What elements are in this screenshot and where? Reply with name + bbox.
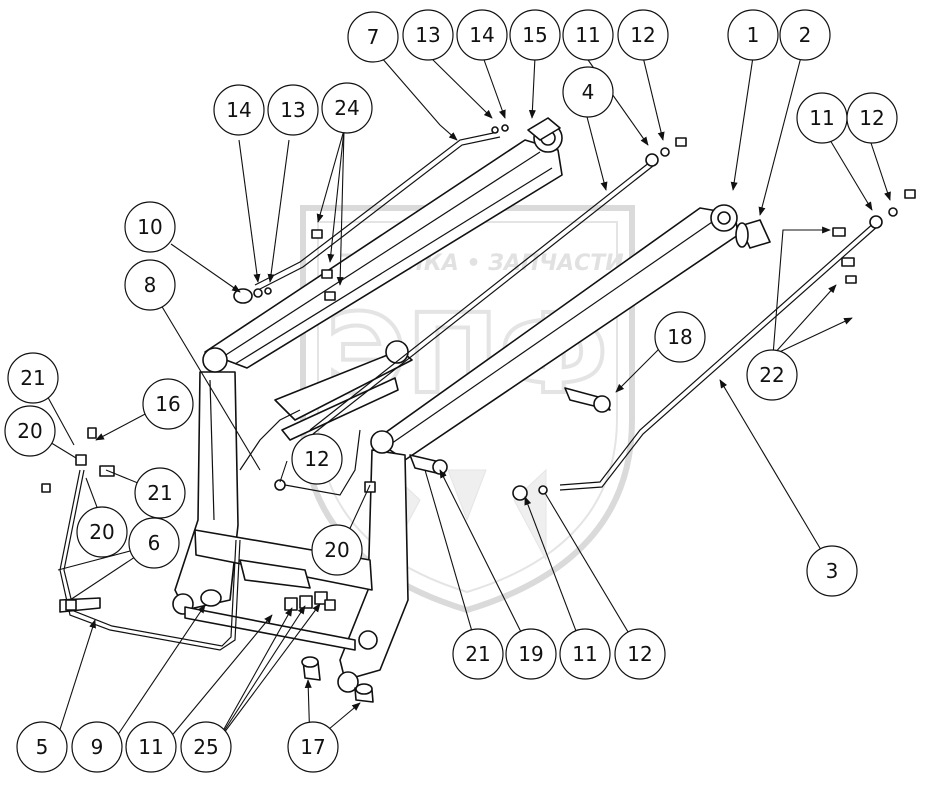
callout-21-middle: 21 [134, 467, 186, 519]
callout-20-upper: 20 [4, 405, 56, 457]
svg-text:7: 7 [367, 25, 380, 49]
callout-13-top: 13 [402, 9, 454, 61]
callout-2: 2 [779, 9, 831, 61]
svg-text:11: 11 [572, 642, 597, 666]
svg-text:20: 20 [89, 520, 114, 544]
svg-text:20: 20 [17, 419, 42, 443]
svg-text:25: 25 [193, 735, 218, 759]
callout-22: 22 [746, 349, 798, 401]
svg-text:12: 12 [630, 23, 655, 47]
callout-20-center: 20 [311, 524, 363, 576]
callout-3: 3 [806, 545, 858, 597]
callout-11-top: 11 [562, 9, 614, 61]
pin-19 [409, 454, 448, 476]
svg-text:6: 6 [148, 531, 161, 555]
callout-21-upper: 21 [7, 352, 59, 404]
callout-16: 16 [142, 378, 194, 430]
svg-text:18: 18 [667, 325, 692, 349]
svg-text:2: 2 [799, 23, 812, 47]
callout-14-left: 14 [213, 84, 265, 136]
hydraulic-line-4 [309, 161, 654, 435]
svg-text:21: 21 [147, 481, 172, 505]
callout-25: 25 [180, 721, 232, 773]
clamps-24 [311, 229, 336, 301]
pin-18 [564, 387, 611, 413]
callout-20-lower: 20 [76, 506, 128, 558]
hydraulic-line-8 [239, 409, 361, 496]
svg-text:11: 11 [809, 106, 834, 130]
svg-text:4: 4 [582, 80, 595, 104]
callout-4: 4 [562, 66, 614, 118]
callout-12-top: 12 [617, 9, 669, 61]
callout-12-middle: 12 [291, 433, 343, 485]
svg-text:13: 13 [415, 23, 440, 47]
svg-text:21: 21 [465, 642, 490, 666]
lower-cross-tube [184, 606, 356, 651]
callout-1: 1 [727, 9, 779, 61]
callout-11-bottom: 11 [125, 721, 177, 773]
callout-9: 9 [71, 721, 123, 773]
bushing-1 [735, 219, 771, 249]
svg-text:3: 3 [826, 559, 839, 583]
svg-text:21: 21 [20, 366, 45, 390]
left-boom-arm [204, 123, 563, 369]
svg-text:8: 8 [144, 273, 157, 297]
callout-14-top: 14 [456, 9, 508, 61]
svg-text:14: 14 [226, 98, 251, 122]
svg-text:12: 12 [304, 447, 329, 471]
svg-text:10: 10 [137, 215, 162, 239]
hydraulic-line-7 [254, 131, 501, 291]
svg-text:15: 15 [522, 23, 547, 47]
callout-24: 24 [321, 82, 373, 134]
callout-10: 10 [124, 201, 176, 253]
callout-11-right: 11 [796, 92, 848, 144]
svg-text:16: 16 [155, 392, 180, 416]
svg-text:20: 20 [324, 538, 349, 562]
svg-text:5: 5 [36, 735, 49, 759]
svg-text:1: 1 [747, 23, 760, 47]
clamps-22 [832, 227, 857, 284]
hydraulic-line-3 [559, 221, 879, 491]
svg-text:14: 14 [469, 23, 494, 47]
pin-15 [527, 117, 561, 141]
callout-7: 7 [347, 11, 399, 63]
callout-12-lower-right: 12 [614, 628, 666, 680]
svg-text:13: 13 [280, 98, 305, 122]
callout-6: 6 [128, 517, 180, 569]
svg-text:12: 12 [627, 642, 652, 666]
callout-21-lower: 21 [452, 628, 504, 680]
fittings-11-12 [274, 137, 916, 501]
callout-19: 19 [505, 628, 557, 680]
right-vertical-leg [337, 430, 409, 693]
bushing-17 [301, 656, 374, 703]
svg-text:19: 19 [518, 642, 543, 666]
svg-text:12: 12 [859, 106, 884, 130]
svg-text:11: 11 [575, 23, 600, 47]
callout-15: 15 [509, 9, 561, 61]
top-cross-beam [274, 340, 413, 441]
fittings-25 [284, 591, 336, 611]
callout-18: 18 [654, 311, 706, 363]
svg-text:24: 24 [334, 96, 359, 120]
callout-12-right: 12 [846, 92, 898, 144]
callout-17: 17 [287, 721, 339, 773]
svg-text:22: 22 [759, 363, 784, 387]
callout-5: 5 [16, 721, 68, 773]
callout-11-lower-right: 11 [559, 628, 611, 680]
bushing-9 [200, 589, 222, 607]
svg-text:17: 17 [300, 735, 325, 759]
svg-text:11: 11 [138, 735, 163, 759]
callout-8: 8 [124, 259, 176, 311]
svg-text:9: 9 [91, 735, 104, 759]
bracket-6 [59, 597, 101, 613]
callout-13-left: 13 [267, 84, 319, 136]
